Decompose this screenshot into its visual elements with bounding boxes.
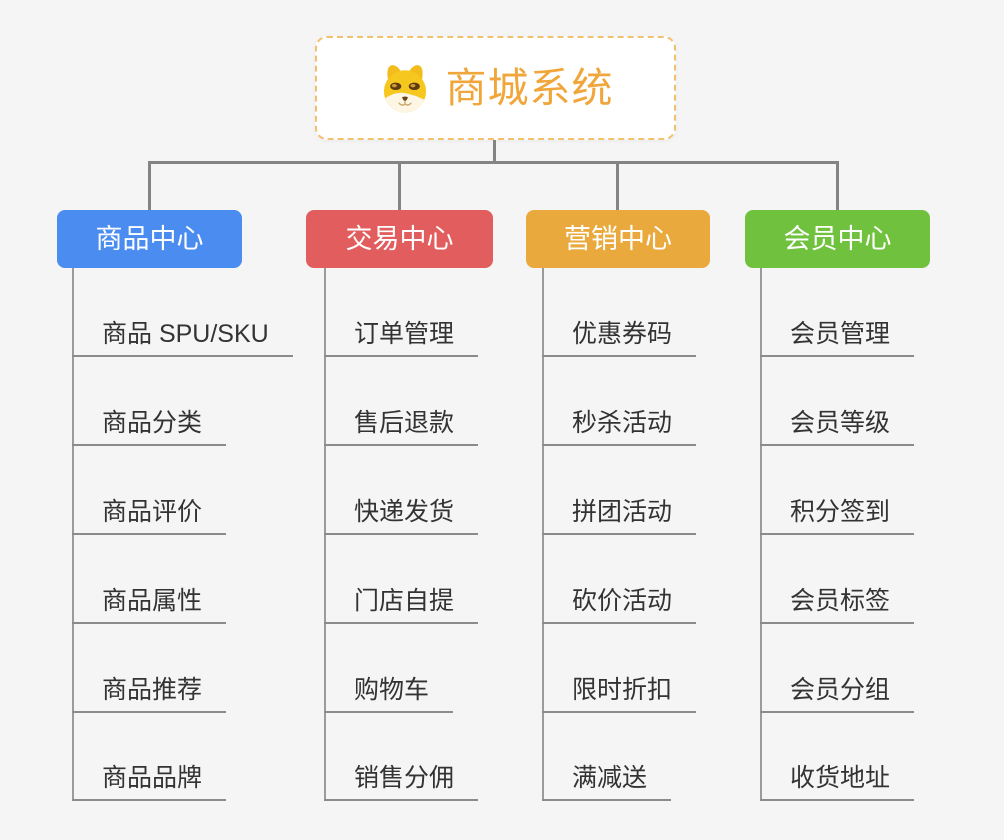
branch-trade-center[interactable]: 交易中心	[306, 210, 493, 268]
leaf-item[interactable]: 会员标签	[760, 586, 915, 624]
root-node[interactable]: 商城系统	[315, 36, 676, 140]
leaf-item[interactable]: 满减送	[542, 763, 672, 801]
leaf-item[interactable]: 拼团活动	[542, 497, 697, 535]
leaf-item[interactable]: 门店自提	[324, 586, 479, 624]
connector-root-stub	[493, 140, 496, 161]
leaf-item[interactable]: 商品品牌	[72, 763, 227, 801]
branch-marketing-center[interactable]: 营销中心	[526, 210, 710, 268]
leaf-item[interactable]: 商品分类	[72, 408, 227, 446]
leaf-item[interactable]: 限时折扣	[542, 675, 697, 713]
leaf-item[interactable]: 商品评价	[72, 497, 227, 535]
leaf-item[interactable]: 会员等级	[760, 408, 915, 446]
connector-drop-member	[836, 161, 839, 210]
leaf-item[interactable]: 会员管理	[760, 319, 915, 357]
leaf-item[interactable]: 订单管理	[324, 319, 479, 357]
leaf-item[interactable]: 购物车	[324, 675, 454, 713]
connector-drop-trade	[398, 161, 401, 210]
leaf-item[interactable]: 商品推荐	[72, 675, 227, 713]
branch-product-center[interactable]: 商品中心	[57, 210, 242, 268]
leaf-item[interactable]: 销售分佣	[324, 763, 479, 801]
root-title: 商城系统	[445, 64, 614, 111]
leaf-item[interactable]: 优惠券码	[542, 319, 697, 357]
connector-drop-product	[148, 161, 151, 210]
leaf-item[interactable]: 商品 SPU/SKU	[72, 319, 293, 357]
leaf-item[interactable]: 积分签到	[760, 497, 915, 535]
leaf-item[interactable]: 收货地址	[760, 763, 915, 801]
leaf-item[interactable]: 会员分组	[760, 675, 915, 713]
branch-member-center[interactable]: 会员中心	[745, 210, 930, 268]
connector-drop-marketing	[616, 161, 619, 210]
leaf-item[interactable]: 售后退款	[324, 408, 479, 446]
leaf-item[interactable]: 快递发货	[324, 497, 479, 535]
connector-rail	[148, 161, 839, 164]
leaf-item[interactable]: 秒杀活动	[542, 408, 697, 446]
leaf-item[interactable]: 砍价活动	[542, 586, 697, 624]
leaf-item[interactable]: 商品属性	[72, 586, 227, 624]
doge-icon	[383, 65, 426, 113]
